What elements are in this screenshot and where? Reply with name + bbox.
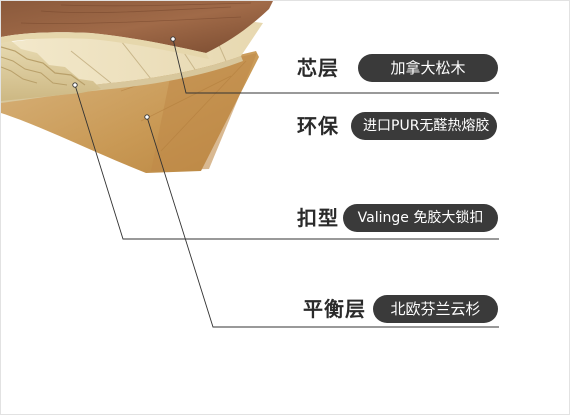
layer-value-balance: 北欧芬兰云杉 [373,295,498,323]
leader-dots [72,36,176,120]
layer-label-lock: 扣型 [297,206,339,230]
leader-dot-balance [144,114,150,120]
layer-label-balance: 平衡层 [303,297,366,321]
leader-line-balance [146,116,499,328]
top-veneer-shape [1,1,273,59]
leader-line-core [172,38,499,94]
layer-label-eco: 环保 [297,114,339,138]
leader-dot-lock [72,82,78,88]
leader-line-lock [74,84,499,240]
balance-layer-shape [1,51,259,173]
layer-label-core: 芯层 [297,56,339,80]
leader-lines [74,38,499,328]
layer-value-core: 加拿大松木 [358,54,498,82]
layer-value-lock: Valinge 免胶大锁扣 [343,204,498,232]
layer-value-eco: 进口PUR无醛热熔胶 [351,112,497,140]
leader-dot-core [170,36,176,42]
